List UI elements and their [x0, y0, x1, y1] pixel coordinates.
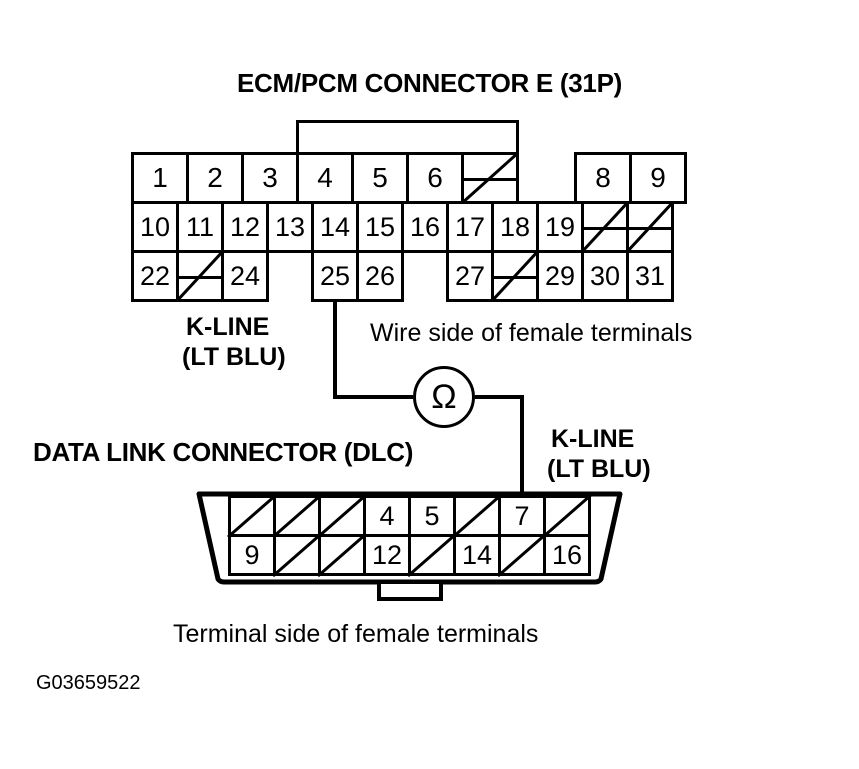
ecm-pin-number: 31: [634, 260, 666, 291]
dlc-connector-tab: [376, 584, 443, 601]
dlc-pin-number: 14: [461, 539, 493, 570]
ecm-pin-cell: 26: [356, 250, 404, 302]
ecm-pin-cell: 16: [401, 201, 449, 253]
ecm-pin-number: 10: [139, 211, 171, 242]
ecm-pin-number: 8: [595, 162, 611, 193]
ecm-pin-cell: 19: [536, 201, 584, 253]
ecm-pin-number: 12: [229, 211, 261, 242]
dlc-pin-number: 16: [551, 539, 583, 570]
ecm-pin-cell: 4: [296, 152, 354, 204]
wire-side-caption: Wire side of female terminals: [370, 319, 693, 347]
ecm-pin-number: 16: [409, 211, 441, 242]
ecm-pin-number: 1: [152, 162, 168, 193]
dlc-pin-number: 7: [514, 500, 530, 531]
ecm-pin-number: 25: [319, 260, 351, 291]
ecm-pin-number: 26: [364, 260, 396, 291]
ecm-pin-number: 3: [262, 162, 278, 193]
ecm-pin-number: 15: [364, 211, 396, 242]
ohmmeter-symbol: Ω: [413, 366, 475, 428]
ecm-pin-cell: 9: [629, 152, 687, 204]
ecm-pin-cell-blank: [626, 201, 674, 253]
ecm-pin-cell: 31: [626, 250, 674, 302]
ecm-pin-number: 29: [544, 260, 576, 291]
dlc-pin-number: 12: [371, 539, 403, 570]
blank-pin-slash-icon: [464, 155, 516, 201]
ecm-pin-number: 24: [229, 260, 261, 291]
kline-label-ecm-line1: K-LINE: [186, 313, 270, 341]
kline-label-ecm-line2: (LT BLU): [182, 343, 286, 371]
ecm-pin-number: 18: [499, 211, 531, 242]
ecm-pin-cell-blank: [581, 201, 629, 253]
wire-ecm-pin25-vertical: [333, 302, 337, 397]
dlc-pin-number: 4: [379, 500, 395, 531]
ecm-pin-number: 30: [589, 260, 621, 291]
ecm-pin-cell-blank: [176, 250, 224, 302]
ecm-pin-cell: 25: [311, 250, 359, 302]
ecm-pin-number: 14: [319, 211, 351, 242]
ecm-pin-number: 13: [274, 211, 306, 242]
blank-pin-slash-icon: [494, 253, 536, 299]
wire-ecm-to-meter: [333, 395, 413, 399]
ecm-pin-number: 5: [372, 162, 388, 193]
ecm-pin-number: 9: [650, 162, 666, 193]
dlc-pin-number: 5: [424, 500, 440, 531]
blank-pin-slash-icon: [584, 204, 626, 250]
dlc-pin-number: 9: [244, 539, 260, 570]
blank-pin-slash-icon: [179, 253, 221, 299]
dlc-connector-title: DATA LINK CONNECTOR (DLC): [33, 437, 414, 467]
ecm-pin-cell: 18: [491, 201, 539, 253]
blank-pin-slash-icon: [629, 204, 671, 250]
ecm-pin-cell-blank: [491, 250, 539, 302]
dlc-pin-cell: 16: [543, 534, 591, 576]
wire-meter-to-dlc-horizontal: [475, 395, 522, 399]
ecm-pin-cell: 24: [221, 250, 269, 302]
ecm-pin-cell: 30: [581, 250, 629, 302]
ecm-connector-latch: [296, 120, 519, 155]
ecm-pin-number: 17: [454, 211, 486, 242]
ecm-pin-number: 27: [454, 260, 486, 291]
ecm-pin-cell: 10: [131, 201, 179, 253]
ecm-pin-number: 2: [207, 162, 223, 193]
terminal-side-caption: Terminal side of female terminals: [173, 620, 539, 648]
ecm-pin-number: 22: [139, 260, 171, 291]
wire-dlc-pin7-vertical: [520, 395, 524, 495]
ecm-pin-number: 6: [427, 162, 443, 193]
ecm-pin-number: 19: [544, 211, 576, 242]
ecm-pin-number: 4: [317, 162, 333, 193]
kline-label-dlc-line1: K-LINE: [551, 425, 635, 453]
ecm-pin-number: 11: [185, 211, 215, 242]
ecm-pin-cell-blank: [461, 152, 519, 204]
ecm-pin-cell: 13: [266, 201, 314, 253]
ecm-connector-title: ECM/PCM CONNECTOR E (31P): [237, 68, 622, 98]
kline-label-dlc-line2: (LT BLU): [547, 455, 651, 483]
figure-id-label: G03659522: [36, 672, 141, 694]
